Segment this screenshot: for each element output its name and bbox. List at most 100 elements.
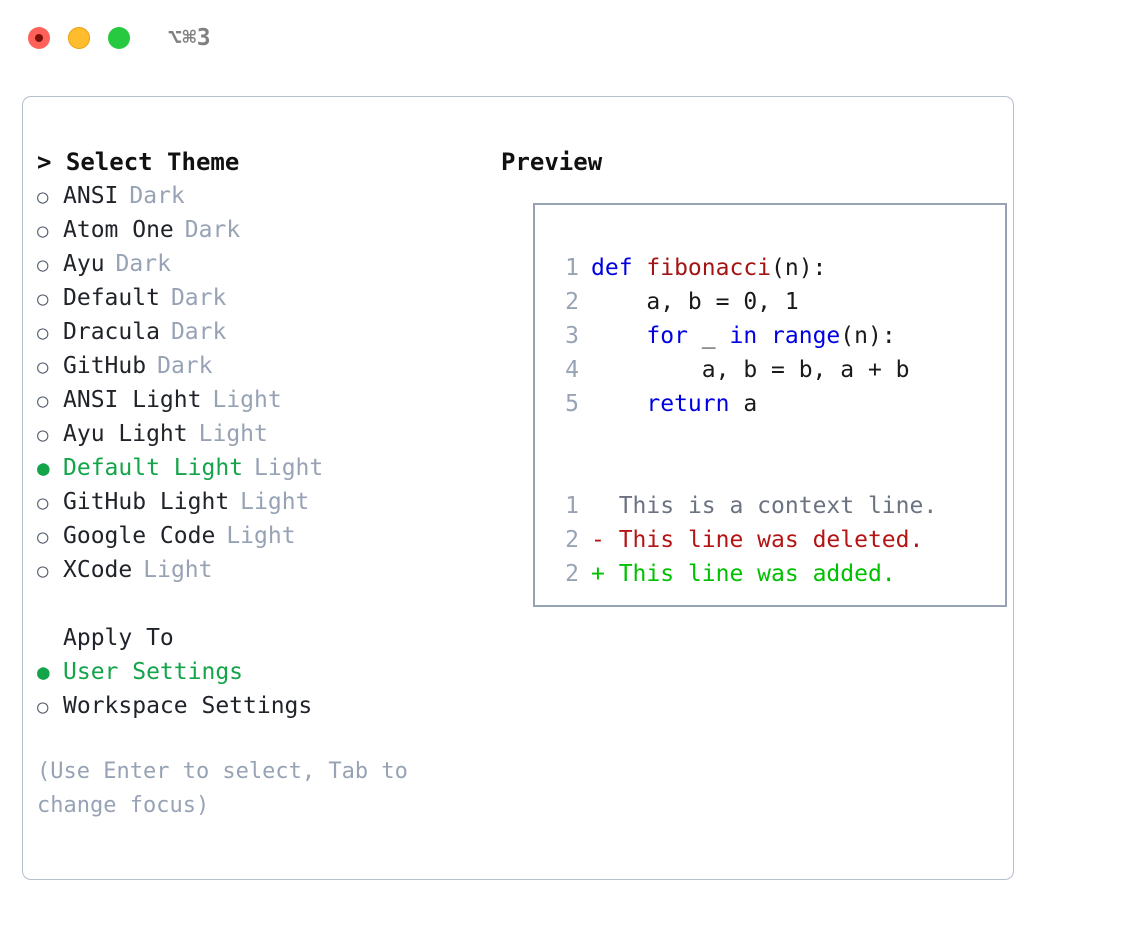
code-token: _ xyxy=(687,323,730,349)
line-number: 2 xyxy=(565,561,579,587)
theme-category-tag: Light xyxy=(212,387,282,413)
apply-to-bullet-placeholder: ○ xyxy=(37,622,63,656)
radio-unselected-icon[interactable]: ○ xyxy=(37,254,49,276)
radio-unselected-icon[interactable]: ○ xyxy=(37,492,49,514)
theme-category-tag: Dark xyxy=(184,217,241,243)
select-theme-heading: > Select Theme xyxy=(37,148,240,176)
theme-list-item[interactable]: ○ Atom One Dark xyxy=(37,213,487,247)
apply-to-option[interactable]: ● User Settings xyxy=(37,655,487,689)
apply-to-option[interactable]: ○ Workspace Settings xyxy=(37,689,487,723)
theme-name: GitHub Light xyxy=(63,489,230,515)
theme-name: XCode xyxy=(63,557,133,583)
theme-list-item[interactable]: ● Default Light Light xyxy=(37,451,487,485)
code-line: 4 a, b = b, a + b xyxy=(553,353,937,387)
theme-name: Ayu xyxy=(63,251,105,277)
code-token: a, b = b, a + b xyxy=(591,357,910,383)
diff-text: This line was deleted. xyxy=(618,527,924,553)
radio-unselected-icon[interactable]: ○ xyxy=(37,560,49,582)
code-token: def xyxy=(591,255,647,281)
theme-name: Dracula xyxy=(63,319,160,345)
code-token xyxy=(591,323,646,349)
preview-heading: Preview xyxy=(501,148,603,176)
close-button[interactable] xyxy=(28,27,50,49)
code-token: range xyxy=(771,323,841,349)
radio-selected-icon[interactable]: ● xyxy=(37,456,50,480)
radio-unselected-icon[interactable]: ○ xyxy=(37,322,49,344)
code-line: 3 for _ in range(n): xyxy=(553,319,937,353)
keyboard-hint-text: (Use Enter to select, Tab to change focu… xyxy=(37,759,422,818)
apply-to-heading: ○ Apply To xyxy=(37,621,487,655)
code-token: (n): xyxy=(771,255,827,281)
theme-list-item[interactable]: ○ Default Dark xyxy=(37,281,487,315)
code-token: return xyxy=(646,391,730,417)
theme-category-tag: Light xyxy=(198,421,268,447)
code-blank-line xyxy=(553,455,937,489)
minimize-button[interactable] xyxy=(68,27,90,49)
theme-list-item[interactable]: ○ Ayu Light Light xyxy=(37,417,487,451)
radio-unselected-icon[interactable]: ○ xyxy=(37,186,49,208)
theme-list-item[interactable]: ○ GitHub Dark xyxy=(37,349,487,383)
keyboard-shortcut-label: ⌥⌘3 xyxy=(168,25,212,51)
line-number: 2 xyxy=(565,289,579,315)
diff-marker: + xyxy=(591,561,619,587)
apply-to-option-label: Workspace Settings xyxy=(63,693,313,719)
title-bar: ⌥⌘3 xyxy=(0,0,1140,78)
code-token: for xyxy=(646,323,688,349)
code-line: 5 return a xyxy=(553,387,937,421)
code-token xyxy=(591,391,646,417)
theme-list-item[interactable]: ○ Dracula Dark xyxy=(37,315,487,349)
theme-name: Default Light xyxy=(63,455,244,481)
theme-category-tag: Dark xyxy=(129,183,185,209)
diff-text: This line was added. xyxy=(618,561,896,587)
theme-list-item[interactable]: ○ GitHub Light Light xyxy=(37,485,487,519)
theme-name: Ayu Light xyxy=(63,421,188,447)
line-number: 1 xyxy=(565,493,579,519)
theme-category-tag: Dark xyxy=(115,251,171,277)
theme-category-tag: Dark xyxy=(170,285,227,311)
theme-name: GitHub xyxy=(63,353,147,379)
diff-marker xyxy=(591,493,619,519)
line-number: 2 xyxy=(565,527,579,553)
diff-text: This is a context line. xyxy=(618,493,938,519)
theme-category-tag: Dark xyxy=(170,319,227,345)
theme-category-tag: Dark xyxy=(157,353,213,379)
radio-selected-icon[interactable]: ● xyxy=(37,660,50,684)
code-line: 1 def fibonacci(n): xyxy=(553,251,937,285)
apply-to-option-label: User Settings xyxy=(63,659,244,685)
traffic-light-buttons xyxy=(28,27,130,49)
theme-category-tag: Light xyxy=(254,455,324,481)
radio-unselected-icon[interactable]: ○ xyxy=(37,220,49,242)
maximize-button[interactable] xyxy=(108,27,130,49)
diff-line: 2- This line was deleted. xyxy=(553,523,937,557)
code-token: fibonacci xyxy=(646,255,772,281)
radio-unselected-icon[interactable]: ○ xyxy=(37,288,49,310)
theme-name: Atom One xyxy=(63,217,174,243)
radio-unselected-icon[interactable]: ○ xyxy=(37,424,49,446)
code-token xyxy=(757,323,771,349)
code-token: in xyxy=(729,323,758,349)
apply-to-options[interactable]: ● User Settings ○ Workspace Settings xyxy=(37,655,487,723)
theme-name: Default xyxy=(63,285,160,311)
line-number: 3 xyxy=(565,323,579,349)
theme-list-item[interactable]: ○ Ayu Dark xyxy=(37,247,487,281)
diff-line: 1 This is a context line. xyxy=(553,489,937,523)
radio-unselected-icon[interactable]: ○ xyxy=(37,526,49,548)
radio-unselected-icon[interactable]: ○ xyxy=(37,356,49,378)
theme-category-tag: Light xyxy=(240,489,310,515)
radio-unselected-icon[interactable]: ○ xyxy=(37,696,49,718)
radio-unselected-icon[interactable]: ○ xyxy=(37,390,49,412)
diff-line: 2 + This line was added. xyxy=(553,557,937,591)
theme-category-tag: Light xyxy=(226,523,296,549)
line-number: 1 xyxy=(565,255,579,281)
list-spacer xyxy=(37,587,487,621)
